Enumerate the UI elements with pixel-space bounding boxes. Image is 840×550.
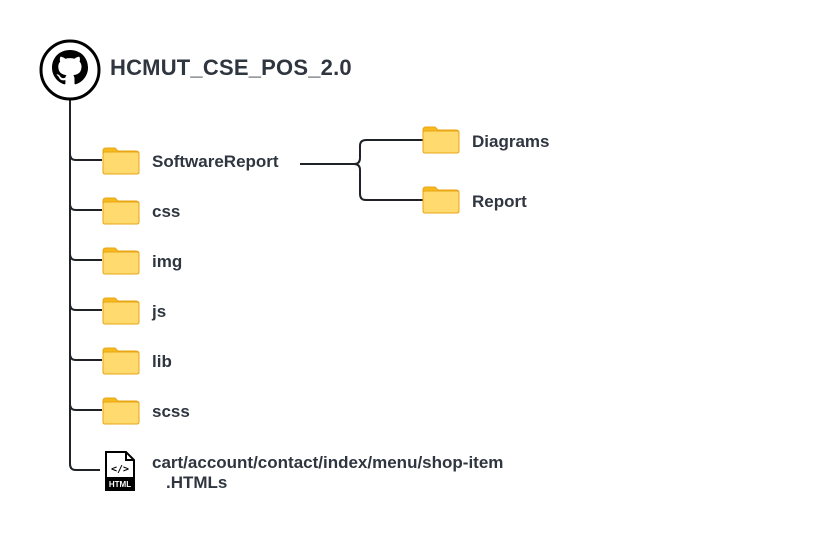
branch-img (69, 253, 102, 261)
folder-label: SoftwareReport (152, 152, 279, 171)
branch-softwarereport (69, 153, 102, 161)
folder-label: lib (152, 352, 172, 371)
folder-icon (102, 347, 140, 375)
folder-icon (102, 147, 140, 175)
folder-icon (422, 186, 460, 214)
subbranch-main (300, 139, 424, 165)
folder-label: img (152, 252, 183, 271)
html-files-label-line2: .HTMLs (166, 473, 228, 492)
subfolder-label: Diagrams (472, 132, 550, 151)
html-files-label: cart/account/contact/index/menu/shop-ite… (152, 453, 503, 493)
branch-js (69, 303, 102, 311)
branch-css (69, 203, 102, 211)
github-octocat-icon (39, 39, 101, 101)
folder-label: css (152, 202, 181, 221)
subbranch-report (353, 163, 424, 201)
branch-scss (69, 403, 102, 411)
html-files-label-line1: cart/account/contact/index/menu/shop-ite… (152, 453, 504, 472)
subfolder-label: Report (472, 192, 527, 211)
folder-icon (102, 397, 140, 425)
repository-name: HCMUT_CSE_POS_2.0 (110, 55, 352, 80)
folder-label: scss (152, 402, 190, 421)
html-tag-glyph: </> (111, 464, 129, 475)
branch-lib (69, 353, 102, 361)
folder-icon (422, 126, 460, 154)
folder-label: js (152, 302, 167, 321)
folder-icon (102, 247, 140, 275)
folder-icon (102, 297, 140, 325)
folder-icon (102, 197, 140, 225)
trunk-line (69, 98, 100, 471)
html-label-glyph: HTML (109, 480, 131, 489)
html-file-icon: </> HTML (105, 451, 135, 491)
